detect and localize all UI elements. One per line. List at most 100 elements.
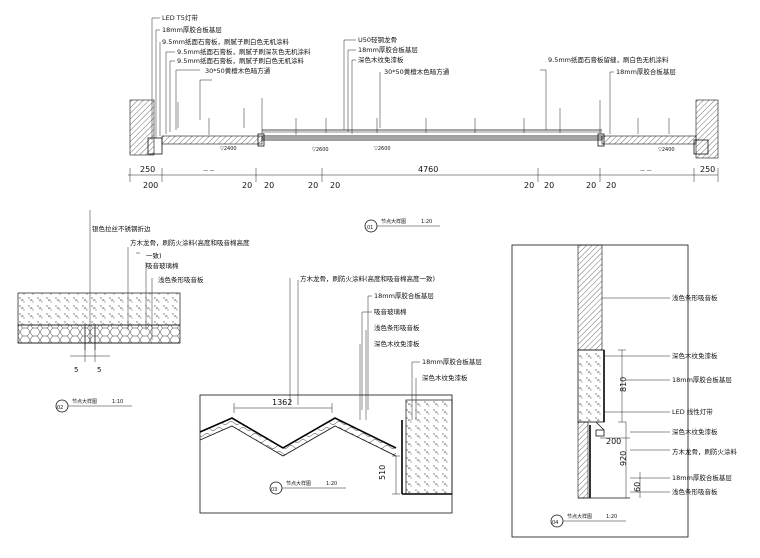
dim-middle: 4760 — [418, 165, 438, 174]
detail-04-labels: 浅色条形吸音板 深色木纹免漆板 18mm厚胶合板基层 LED 线性灯带 深色木纹… — [672, 293, 738, 496]
label-dark-wood: 深色木纹免漆板 — [672, 351, 718, 360]
detail-title: 节点大样图 — [567, 513, 592, 520]
detail-04 — [511, 244, 689, 538]
label-plywood: 18mm厚胶合板基层 — [374, 291, 434, 300]
label-plywood-3: 18mm厚胶合板基层 — [616, 67, 676, 76]
detail-04-dims: 810 200 920 60 — [606, 377, 642, 492]
dim-right: 250 — [700, 165, 715, 174]
top-labels: LED T5灯带 18mm厚胶合板基层 9.5mm纸面石膏板，刷腻子刷白色无机涂… — [162, 13, 676, 76]
detail-04-title: 04 节点大样图 1:20 — [550, 513, 626, 528]
dim-5: 5 — [74, 366, 78, 374]
label-light-panel: 浅色条形吸音板 — [672, 293, 718, 302]
dim-gap: 20 — [544, 181, 554, 190]
detail-number: 02 — [57, 405, 63, 411]
detail-03-title: 03 节点大样图 1:20 — [269, 480, 346, 495]
label-glass-wool: 吸音玻璃棉 — [374, 307, 407, 316]
dim-5: 5 — [97, 366, 101, 374]
detail-number: 04 — [552, 520, 558, 526]
detail-number: 03 — [271, 487, 277, 493]
concrete-slab — [17, 292, 181, 326]
detail-title: 节点大样图 — [286, 480, 311, 487]
top-dims: 250 4760 250 200 — — — — 20 20 20 20 20 … — [140, 165, 715, 190]
detail-01-title: 01 节点大样图 1:20 — [364, 218, 440, 233]
acoustic-panel-top — [577, 244, 603, 351]
label-gypsum-2: 9.5mm纸面石膏板，刷腻子刷深灰色无机涂料 — [177, 47, 311, 56]
dim-gap: 20 — [242, 181, 252, 190]
detail-03-dims: 1362 510 — [272, 398, 387, 480]
dim-under: 200 — [143, 181, 158, 190]
label-plywood: 18mm厚胶合板基层 — [162, 25, 222, 34]
top-dimension-line — [128, 168, 719, 182]
label-plywood-2: 18mm厚胶合板基层 — [672, 473, 732, 482]
detail-03-labels: 方木龙骨，刷防火涂料(高度和吸音棉高度一致) 18mm厚胶合板基层 吸音玻璃棉 … — [300, 274, 482, 382]
elev-tag: ▽2400 — [220, 146, 237, 152]
label-gypsum-gap: 9.5mm纸面石膏板留缝，刷白色无机涂料 — [548, 55, 669, 64]
label-timber-1: 30*50黄檀木色暗方通 — [205, 66, 271, 75]
ceiling-section — [129, 98, 719, 159]
concrete-wall — [405, 399, 453, 495]
label-led: LED T5灯带 — [162, 13, 198, 22]
dim-gap: 20 — [330, 181, 340, 190]
dim-gap: 20 — [308, 181, 318, 190]
dim-gap: 20 — [606, 181, 616, 190]
dim-920: 920 — [619, 451, 628, 466]
label-dark-wood-2: 深色木纹免漆板 — [672, 427, 718, 436]
dim-810: 810 — [619, 377, 628, 392]
label-timber-keel: 方木龙骨，刷防火涂料 — [672, 447, 738, 456]
ceiling-board-right — [601, 135, 697, 145]
detail-scale: 1:10 — [112, 399, 123, 405]
left-wall — [129, 99, 155, 156]
dim-200: 200 — [606, 437, 621, 446]
ceiling-board-left — [161, 135, 263, 145]
elev-tag: ▽2400 — [658, 147, 675, 153]
label-dark-wood: 深色木纹免漆板 — [358, 55, 404, 64]
label-plywood-2: 18mm厚胶合板基层 — [422, 357, 482, 366]
label-timber-keel-cont: 一致) — [146, 251, 162, 260]
dim-gap: 20 — [264, 181, 274, 190]
dim-width: 1362 — [272, 398, 292, 407]
label-gypsum-1: 9.5mm纸面石膏板，刷腻子刷白色无机涂料 — [162, 37, 290, 46]
label-glass-wool: 吸音玻璃棉 — [146, 261, 179, 270]
dim-dash: — — — [203, 168, 215, 174]
detail-title: 节点大样图 — [72, 398, 97, 405]
label-dark-wood: 深色木纹免漆板 — [374, 339, 420, 348]
detail-scale: 1:20 — [606, 514, 617, 520]
box-panel — [577, 349, 605, 423]
label-timber-keel: 方木龙骨，刷防火涂料(高度和吸音棉高度一致) — [300, 274, 435, 283]
elevation-tags: ▽2400 ▽2600 ▽2600 ▽2400 — [220, 146, 675, 153]
dim-gap: 20 — [524, 181, 534, 190]
label-plywood-2: 18mm厚胶合板基层 — [358, 45, 418, 54]
dim-left: 250 — [140, 165, 155, 174]
label-light-panel: 浅色条形吸音板 — [158, 275, 204, 284]
detail-title: 节点大样图 — [381, 218, 406, 225]
detail-02-labels: 银色拉丝不锈钢折边 方木龙骨，刷防火涂料(高度和吸音棉高度 一致) 吸音玻璃棉 … — [92, 224, 250, 284]
label-steel-edge: 银色拉丝不锈钢折边 — [92, 224, 151, 233]
detail-scale: 1:20 — [421, 219, 432, 225]
label-plywood: 18mm厚胶合板基层 — [672, 375, 732, 384]
label-timber-keel: 方木龙骨，刷防火涂料(高度和吸音棉高度 — [130, 238, 250, 247]
detail-number: 01 — [367, 225, 373, 231]
led-cove — [147, 137, 163, 155]
label-light-panel-2: 浅色条形吸音板 — [672, 487, 718, 496]
elev-tag: ▽2600 — [312, 147, 329, 153]
label-u50: U50轻钢龙骨 — [358, 35, 397, 44]
label-gypsum-3: 9.5mm纸面石膏板，刷腻子刷白色无机涂料 — [177, 56, 305, 65]
hanger-rods — [177, 98, 670, 135]
detail-02-dims: 5 5 — [74, 366, 101, 374]
label-light-panel: 浅色条形吸音板 — [374, 323, 420, 332]
dim-height: 510 — [378, 465, 387, 480]
detail-02 — [17, 210, 181, 362]
label-timber-2: 30*50黄檀木色暗方通 — [384, 67, 450, 76]
dim-60: 60 — [633, 482, 642, 492]
label-led-strip: LED 线性灯带 — [672, 407, 713, 416]
detail-03 — [199, 278, 453, 514]
dim-dash: — — — [640, 168, 652, 174]
elev-tag: ▽2600 — [374, 146, 391, 152]
detail-scale: 1:20 — [326, 481, 337, 487]
detail-02-title: 02 节点大样图 1:10 — [55, 398, 132, 413]
acoustic-panel — [17, 324, 181, 344]
dim-gap: 20 — [586, 181, 596, 190]
label-dark-wood-2: 深色木纹免漆板 — [422, 373, 468, 382]
top-leaders — [151, 17, 614, 140]
